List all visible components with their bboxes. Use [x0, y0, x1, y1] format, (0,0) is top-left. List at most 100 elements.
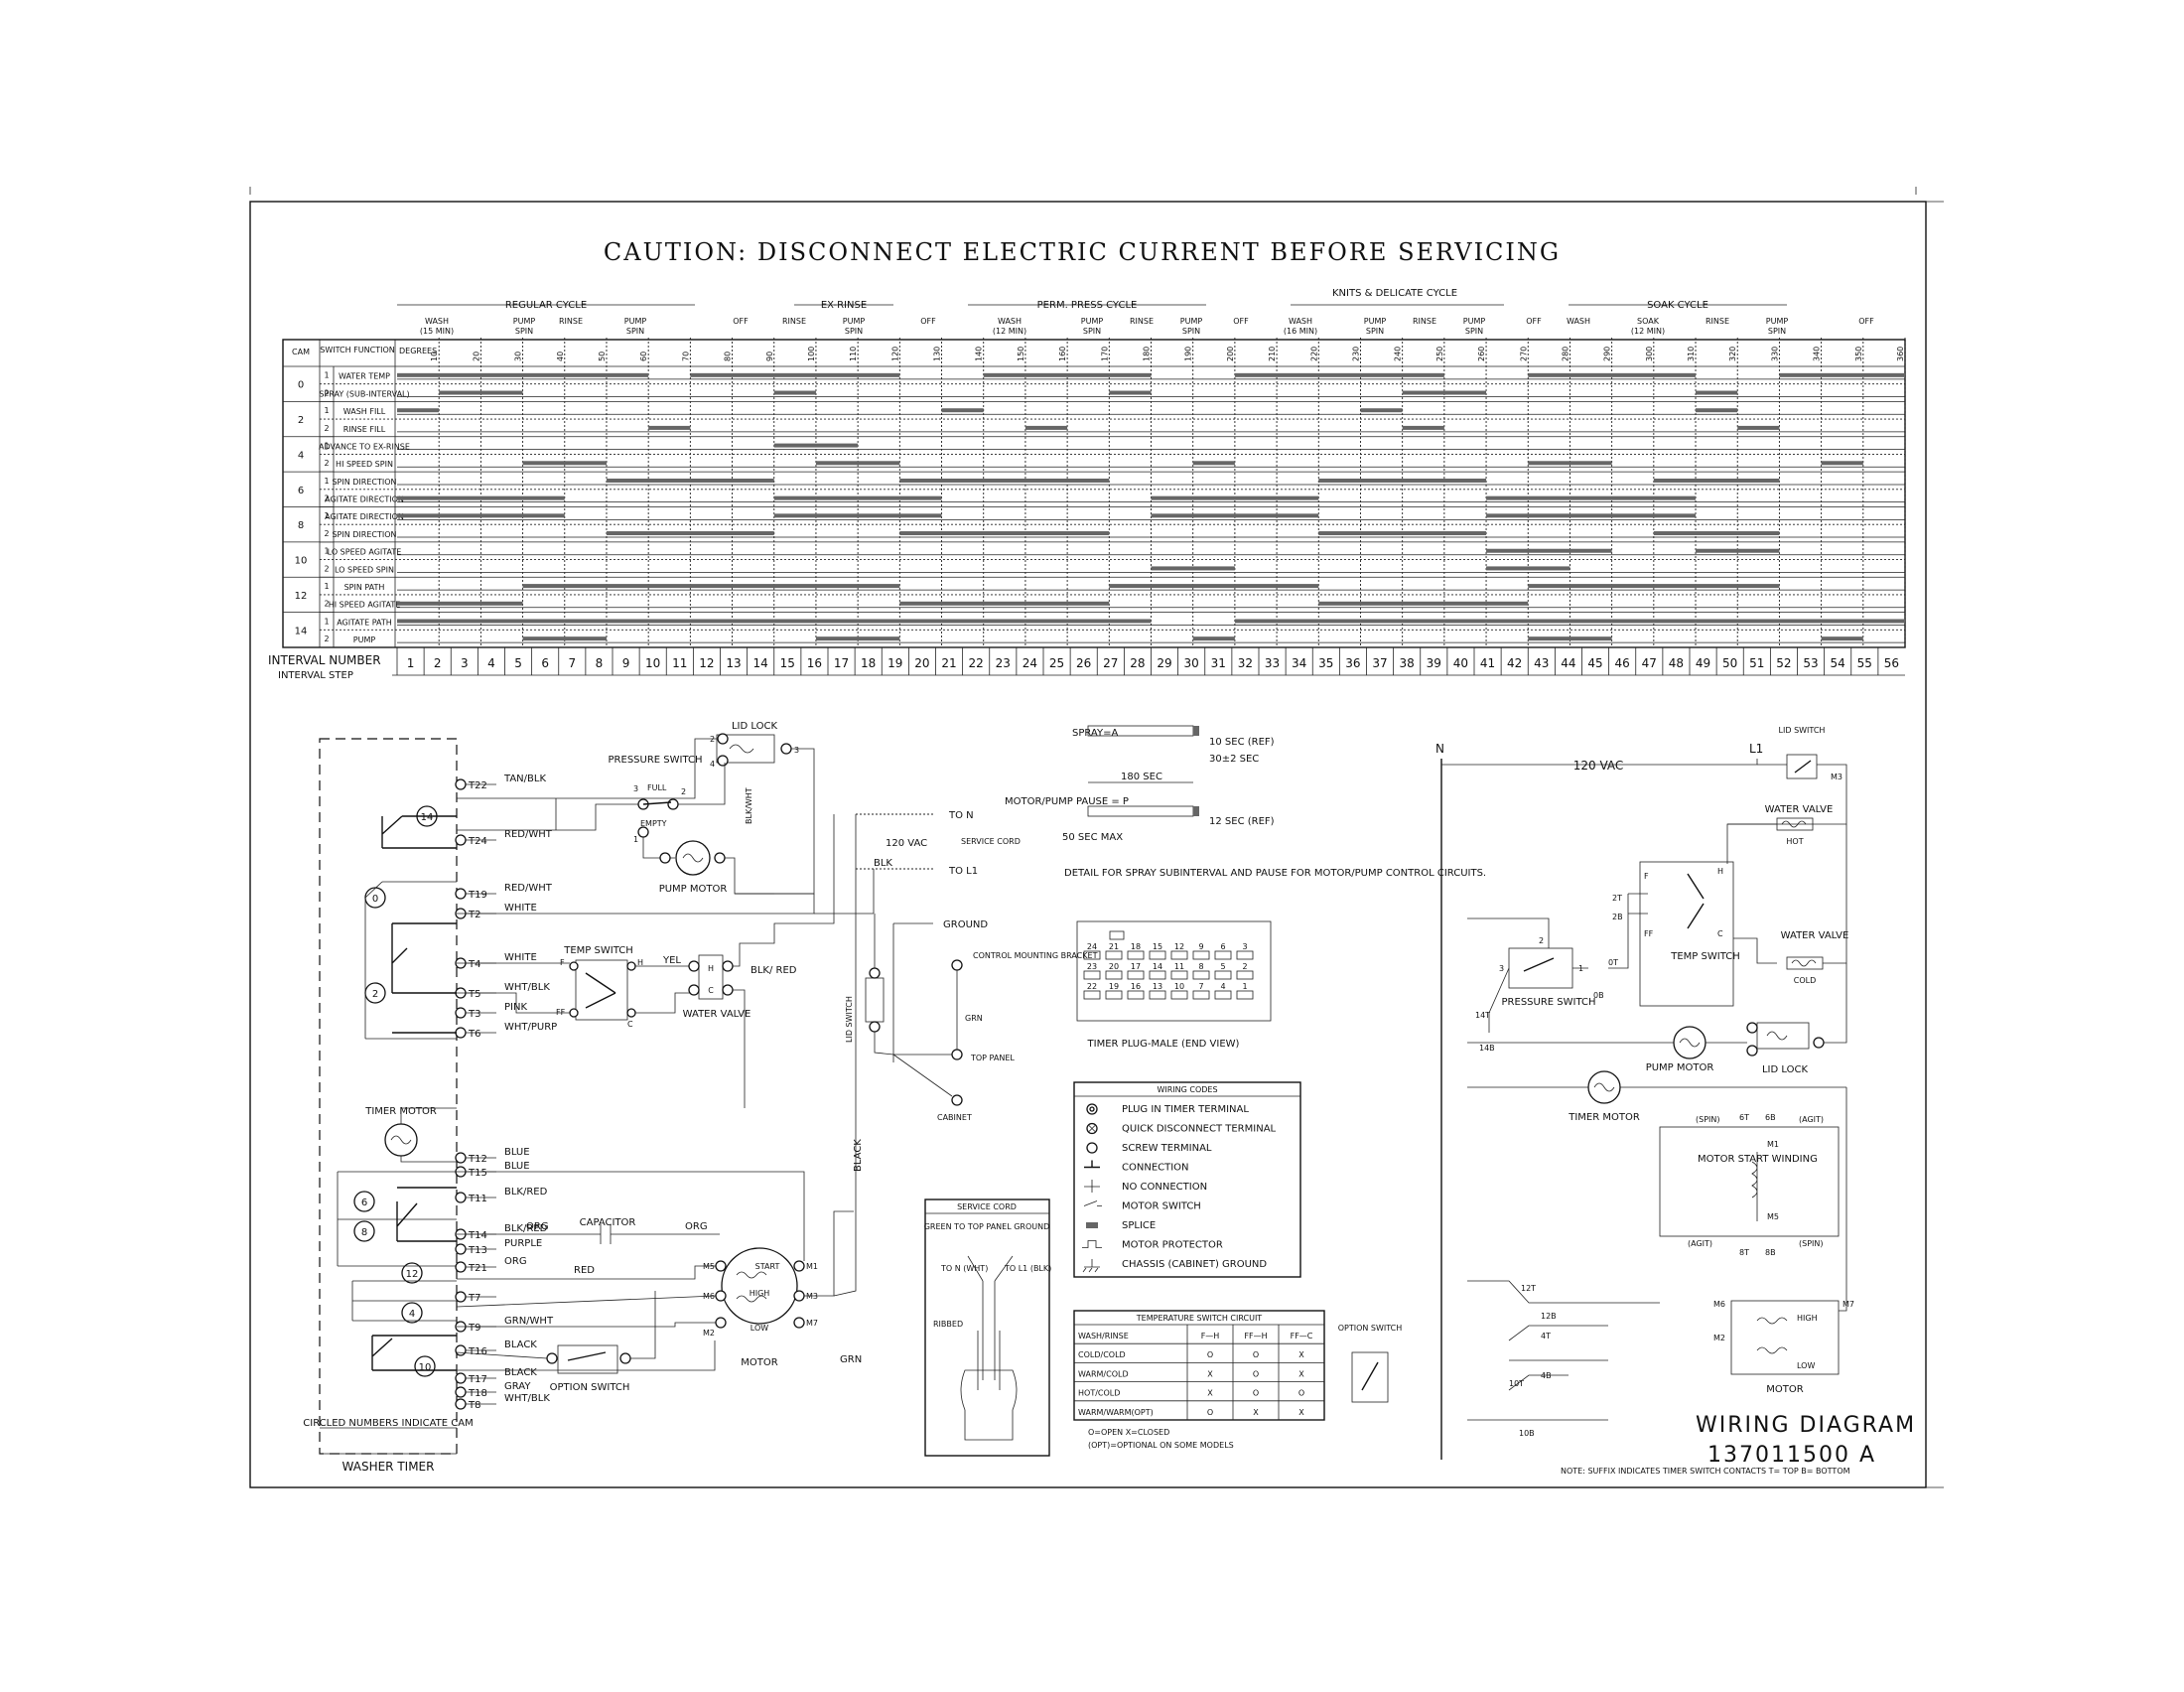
ladder-temp-switch [1639, 861, 1734, 1007]
terminal-label: T17 [468, 1374, 487, 1385]
terminal-label: T24 [468, 836, 487, 847]
plug-pin-number: 21 [1109, 942, 1119, 951]
terminal-label: T5 [468, 989, 480, 1000]
cam-circle-label: 10 [419, 1362, 432, 1373]
ladder-diagram: N L1 120 VAC LID SWITCH M3 WATER VALVE H… [1338, 726, 1854, 1476]
degree-tick: 160 [1058, 347, 1067, 361]
cam-bar [1234, 619, 1905, 624]
phase-label: WASH(12 MIN) [993, 317, 1026, 336]
function-label: HI SPEED AGITATE [329, 601, 401, 610]
degree-tick: 60 [639, 352, 648, 361]
interval-number: 48 [1669, 656, 1684, 670]
cam-bar [1192, 461, 1235, 466]
temp-table-header: FF—C [1291, 1332, 1313, 1340]
control-bracket-label: CONTROL MOUNTING BRACKET [973, 951, 1098, 960]
interval-number: 41 [1480, 656, 1495, 670]
terminal-label: T22 [468, 780, 487, 791]
timer-terminal [455, 1243, 467, 1255]
cam-bar [815, 461, 900, 466]
timer-terminals: T22TAN/BLKT24RED/WHTT19RED/WHTT2WHITET4W… [455, 774, 557, 1411]
wire-color-label: GRAY [504, 1381, 531, 1392]
svg-text:8T: 8T [1739, 1248, 1749, 1257]
temp-table-cell: X [1253, 1408, 1259, 1417]
wire-color-label: BLK/RED [504, 1187, 548, 1198]
svg-text:10B: 10B [1519, 1429, 1535, 1438]
circled-note: CIRCLED NUMBERS INDICATE CAM [303, 1418, 473, 1429]
lid-switch-vert-label: LID SWITCH [845, 996, 854, 1043]
interval-number: 29 [1157, 656, 1171, 670]
cam-bar [522, 461, 607, 466]
cam-bar [1234, 372, 1444, 377]
terminal-label: T15 [468, 1168, 487, 1179]
cam-circle-label: 6 [361, 1198, 367, 1208]
svg-text:3: 3 [794, 746, 799, 755]
cam-bar [1151, 495, 1319, 500]
degree-tick: 350 [1854, 347, 1863, 361]
degree-tick: 250 [1435, 347, 1444, 361]
interval-number: 4 [487, 656, 495, 670]
cam-number: 14 [295, 626, 308, 636]
degree-tick: 20 [472, 352, 480, 361]
plug-pin-number: 12 [1174, 942, 1184, 951]
cord-ribbed: RIBBED [933, 1320, 963, 1329]
cam-bar [522, 584, 900, 589]
interval-number: 56 [1884, 656, 1899, 670]
ladder-agit-top: (AGIT) [1799, 1115, 1824, 1124]
washer-timer-box [319, 738, 458, 1455]
cam-circle [414, 1355, 436, 1377]
spray-180sec: 180 SEC [1121, 772, 1162, 782]
svg-text:1: 1 [324, 511, 329, 520]
cam-bar [690, 372, 900, 377]
terminal-label: T9 [468, 1323, 480, 1334]
timer-terminal [455, 778, 467, 790]
wiring-code-item: SCREW TERMINAL [1122, 1143, 1212, 1154]
wiring-codes-title: WIRING CODES [1157, 1085, 1217, 1094]
degree-tick: 180 [1143, 347, 1152, 361]
pump-motor-label: PUMP MOTOR [659, 884, 728, 895]
empty-label: EMPTY [640, 819, 667, 828]
chart-frame [282, 339, 1906, 648]
switch-function-header: SWITCH FUNCTION [320, 346, 394, 354]
plug-pin-number: 17 [1131, 962, 1141, 971]
ladder-option-switch-label: OPTION SWITCH [1338, 1324, 1403, 1333]
cam-bars [397, 372, 1905, 643]
terminal-label: T6 [468, 1029, 480, 1040]
ladder-timer-motor-label: TIMER MOTOR [1568, 1112, 1640, 1123]
ladder-lid-switch [1786, 754, 1818, 779]
interval-step-label: INTERVAL STEP [278, 670, 353, 681]
temp-legend-1: O=OPEN X=CLOSED [1088, 1428, 1169, 1437]
phase-label: WASH(16 MIN) [1284, 317, 1317, 336]
interval-number: 49 [1696, 656, 1710, 670]
svg-text:2T: 2T [1612, 894, 1622, 903]
degree-tick: 270 [1519, 347, 1528, 361]
plug-pin-number: 23 [1087, 962, 1097, 971]
plug-pin-number: 18 [1131, 942, 1141, 951]
cam-circle [353, 1191, 375, 1212]
temp-table-cell: O [1207, 1350, 1213, 1359]
temp-table-cell: O [1298, 1389, 1304, 1398]
interval-number: 6 [541, 656, 549, 670]
svg-text:12T: 12T [1521, 1284, 1536, 1293]
ladder-pressure-switch [1508, 947, 1573, 989]
function-label: WASH FILL [343, 407, 386, 416]
terminal-label: T8 [468, 1400, 480, 1411]
degree-tick: 360 [1896, 347, 1905, 361]
cam-circle-label: 12 [406, 1269, 419, 1280]
interval-number: 37 [1372, 656, 1387, 670]
cam-bar [1653, 478, 1780, 483]
plug-pin-number: 22 [1087, 982, 1097, 991]
svg-text:3: 3 [1499, 964, 1504, 973]
terminal-label: T19 [468, 890, 487, 901]
interval-number: 21 [941, 656, 956, 670]
cam-bar [1151, 513, 1319, 518]
cam-bar [1821, 461, 1863, 466]
svg-text:1: 1 [324, 371, 329, 380]
interval-number: 11 [672, 656, 687, 670]
svg-text:M2: M2 [703, 1329, 715, 1338]
